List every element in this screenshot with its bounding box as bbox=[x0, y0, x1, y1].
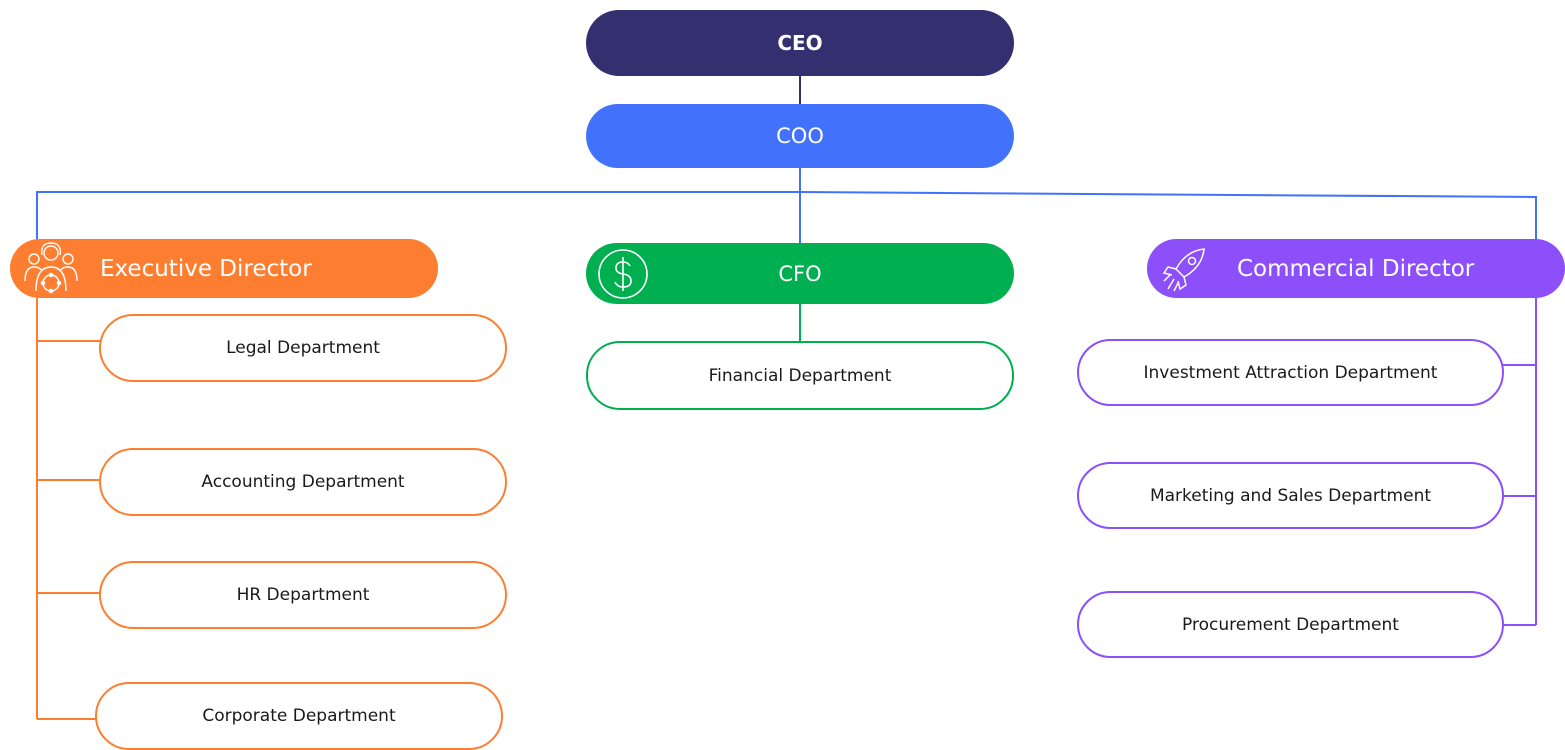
investment-attraction-department-label: Investment Attraction Department bbox=[1143, 362, 1438, 383]
team-icon bbox=[22, 241, 80, 297]
financial-department-label: Financial Department bbox=[708, 365, 892, 386]
coo-node: COO bbox=[586, 104, 1014, 168]
commercial-director-node: Commercial Director bbox=[1147, 239, 1565, 298]
cfo-node: CFO bbox=[586, 243, 1014, 304]
procurement-department-node: Procurement Department bbox=[1077, 591, 1504, 658]
executive-director-label: Executive Director bbox=[100, 255, 312, 282]
ceo-label: CEO bbox=[777, 31, 823, 55]
coo-branch-connector bbox=[36, 191, 1537, 240]
accounting-department-node: Accounting Department bbox=[99, 448, 507, 516]
marketing-sales-department-node: Marketing and Sales Department bbox=[1077, 462, 1504, 529]
investment-attraction-department-node: Investment Attraction Department bbox=[1077, 339, 1504, 406]
marketing-sales-department-label: Marketing and Sales Department bbox=[1149, 485, 1432, 506]
hr-department-label: HR Department bbox=[236, 585, 370, 605]
legal-department-node: Legal Department bbox=[99, 314, 507, 382]
commercial-director-label: Commercial Director bbox=[1237, 255, 1475, 282]
rocket-icon bbox=[1160, 245, 1210, 297]
procurement-department-label: Procurement Department bbox=[1182, 614, 1399, 635]
accounting-department-label: Accounting Department bbox=[201, 472, 405, 492]
corporate-department-label: Corporate Department bbox=[202, 706, 396, 726]
corporate-department-node: Corporate Department bbox=[95, 682, 503, 750]
legal-department-label: Legal Department bbox=[226, 338, 380, 358]
financial-department-node: Financial Department bbox=[586, 341, 1014, 410]
executive-director-node: Executive Director bbox=[10, 239, 438, 298]
coo-label: COO bbox=[776, 124, 824, 148]
ceo-node: CEO bbox=[586, 10, 1014, 76]
cfo-label: CFO bbox=[778, 261, 822, 286]
dollar-icon bbox=[597, 248, 649, 300]
hr-department-node: HR Department bbox=[99, 561, 507, 629]
